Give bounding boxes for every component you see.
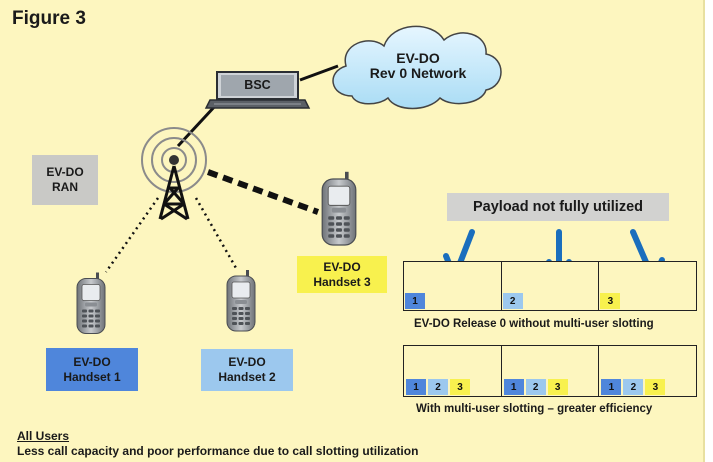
- handset-2-line1: EV-DO: [228, 355, 266, 369]
- ran-line1: EV-DO: [46, 165, 84, 179]
- slot-chip: 2: [525, 379, 546, 395]
- link-handset-2: [194, 197, 238, 269]
- cell-tower-icon: [141, 127, 207, 221]
- handset-3-line1: EV-DO: [323, 259, 361, 274]
- payload-label: Payload not fully utilized: [447, 193, 669, 221]
- handset-2-label: EV-DO Handset 2: [201, 349, 293, 391]
- handset-1-phone-icon: [76, 271, 106, 335]
- handset-3-label: EV-DO Handset 3: [297, 256, 387, 293]
- handset-1-line2: Handset 1: [63, 369, 121, 384]
- handset-3-line2: Handset 3: [313, 274, 371, 289]
- ran-line2: RAN: [52, 180, 78, 194]
- footer-title: All Users: [17, 429, 70, 443]
- footer-text: Less call capacity and poor performance …: [17, 444, 419, 458]
- bsc-label: BSC: [244, 78, 271, 92]
- network-label-line2: Rev 0 Network: [369, 65, 467, 81]
- ran-label-box: EV-DO RAN: [32, 155, 98, 205]
- link-handset-3: [206, 169, 320, 215]
- handset-1-label: EV-DO Handset 1: [46, 348, 138, 391]
- multiuser-caption: With multi-user slotting – greater effic…: [416, 403, 653, 415]
- slot-chip: 1: [406, 379, 426, 395]
- slot-chip: 3: [600, 293, 621, 309]
- bsc-network-link: [299, 64, 339, 82]
- slot-chip: 3: [645, 379, 666, 395]
- multiuser-slot: 1 2 3: [500, 346, 599, 396]
- multiuser-slot-row: 1 2 3 1 2 3 1 2 3: [403, 345, 697, 397]
- handset-3-phone-icon: [321, 171, 357, 246]
- release0-slot-row: 1 2 3: [403, 261, 697, 311]
- handset-1-line1: EV-DO: [73, 354, 111, 369]
- handset-2-phone-icon: [226, 269, 256, 332]
- slot-chip: 3: [450, 379, 470, 395]
- link-handset-1: [104, 197, 160, 273]
- slot-chip: 2: [502, 293, 523, 309]
- release0-slot: 2: [500, 262, 599, 310]
- slot-chip: 1: [503, 379, 524, 395]
- multiuser-slot: 1 2 3: [404, 346, 501, 396]
- cloud-icon: [332, 25, 502, 110]
- slot-chip: 1: [405, 293, 425, 309]
- figure-title: Figure 3: [12, 8, 86, 29]
- handset-2-line2: Handset 2: [218, 370, 276, 384]
- multiuser-slot: 1 2 3: [598, 346, 696, 396]
- release0-caption: EV-DO Release 0 without multi-user slott…: [414, 318, 654, 330]
- slot-chip: 1: [601, 379, 622, 395]
- network-label: EV-DO Rev 0 Network: [352, 44, 484, 88]
- slot-chip: 2: [623, 379, 644, 395]
- network-label-line1: EV-DO: [396, 50, 440, 66]
- release0-slot: 3: [598, 262, 696, 310]
- release0-slot: 1: [404, 262, 501, 310]
- tower-bsc-link: [176, 103, 218, 148]
- laptop-icon: [204, 71, 311, 109]
- slot-chip: 2: [428, 379, 448, 395]
- slot-chip: 3: [547, 379, 568, 395]
